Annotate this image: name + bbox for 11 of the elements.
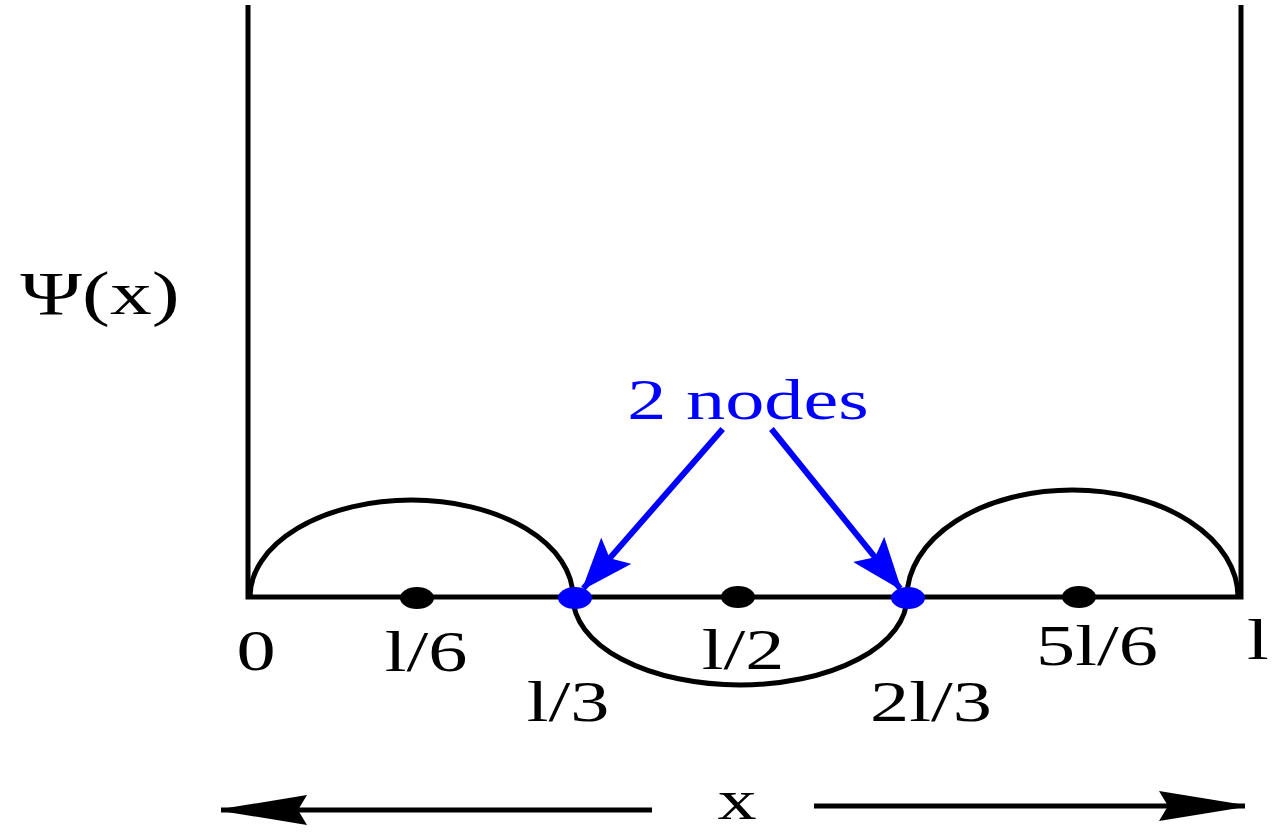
axis-label: x [717, 771, 757, 829]
tick-label: l/2 [701, 621, 785, 679]
callout-label: 2 nodes [627, 371, 869, 429]
tick-label: 5l/6 [1036, 617, 1158, 675]
tick-label: l/6 [384, 623, 468, 681]
tick-label: 2l/3 [870, 673, 992, 731]
node-marker-icon [558, 587, 592, 609]
tick-label: l/3 [526, 673, 610, 731]
tick-label: l [1247, 611, 1269, 669]
tick-label: 0 [236, 622, 276, 680]
node-marker-icon [891, 587, 925, 609]
